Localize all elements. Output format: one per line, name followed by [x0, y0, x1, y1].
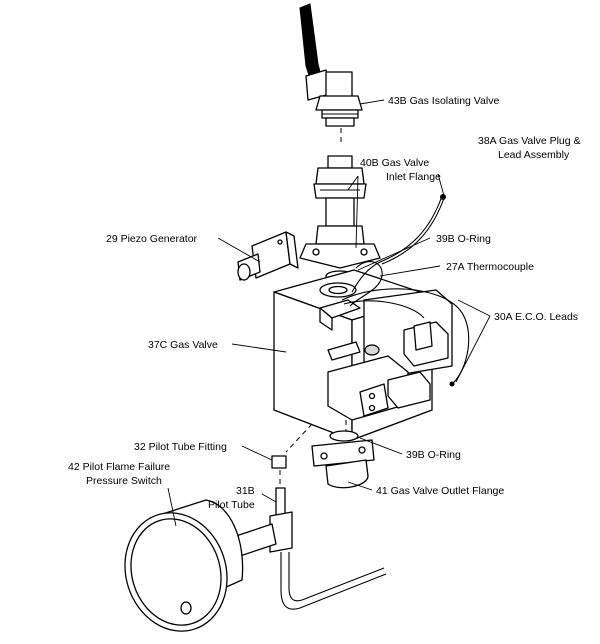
o-ring-bottom-drawing	[329, 430, 359, 442]
gas-isolating-valve-drawing	[299, 3, 363, 146]
label-gas-isolating-valve: 43B Gas Isolating Valve	[388, 95, 499, 107]
label-eco-leads: 30A E.C.O. Leads	[494, 311, 578, 323]
label-pilot-tube-line2: Pilot Tube	[208, 499, 255, 511]
label-pilot-flame-failure-line2: Pressure Switch	[86, 475, 162, 487]
pilot-tube-drawing	[235, 423, 387, 610]
label-gas-valve-outlet-flange: 41 Gas Valve Outlet Flange	[376, 485, 504, 497]
label-pilot-tube-line1: 31B	[236, 485, 255, 497]
eco-leads-drawing	[341, 288, 470, 387]
gas-valve-body-drawing	[273, 269, 453, 441]
label-thermocouple: 27A Thermocouple	[446, 261, 534, 273]
label-gas-valve-plug-lead-line1: 38A Gas Valve Plug &	[478, 135, 581, 147]
pressure-switch-drawing	[124, 499, 244, 632]
label-gas-valve: 37C Gas Valve	[148, 339, 218, 351]
piezo-generator-drawing	[237, 231, 299, 281]
label-o-ring-bottom: 39B O-Ring	[406, 449, 461, 461]
label-pilot-tube-fitting: 32 Pilot Tube Fitting	[134, 441, 227, 453]
label-o-ring-top: 39B O-Ring	[436, 233, 491, 245]
leader-lines	[167, 99, 491, 527]
label-gas-valve-inlet-flange-line2: Inlet Flange	[386, 171, 441, 183]
label-gas-valve-plug-lead-line2: Lead Assembly	[498, 149, 570, 161]
callout-labels: 43B Gas Isolating Valve 38A Gas Valve Pl…	[68, 95, 581, 511]
gas-valve-outlet-flange-drawing	[311, 439, 375, 489]
gas-valve-inlet-flange-drawing	[299, 155, 381, 269]
label-piezo-generator: 29 Piezo Generator	[106, 233, 198, 245]
label-pilot-flame-failure-line1: 42 Pilot Flame Failure	[68, 461, 170, 473]
gas-valve-plug-lead-drawing	[351, 194, 446, 293]
label-gas-valve-inlet-flange-line1: 40B Gas Valve	[360, 157, 429, 169]
